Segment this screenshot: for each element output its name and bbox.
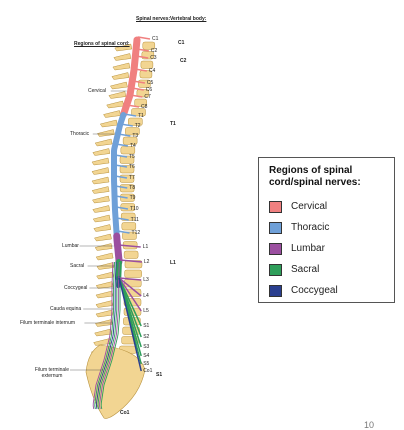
nerve-label: C4 [149, 68, 155, 74]
nerve-label: T7 [129, 175, 135, 181]
spinous-process [109, 92, 126, 99]
lumbar-swatch [269, 243, 282, 255]
nerve-label: C7 [144, 94, 150, 100]
cervical-swatch [269, 201, 282, 213]
nerve-label: T10 [130, 206, 139, 212]
nerve-label: C3 [150, 55, 156, 61]
spinous-process [97, 130, 114, 137]
vertebral-label: S1 [156, 372, 162, 378]
region-label: Filum terminale externum [34, 367, 70, 379]
nerve-label: S1 [143, 323, 149, 329]
vertebral-label: C2 [180, 58, 186, 64]
spinous-process [95, 244, 112, 251]
nerve-label: L5 [143, 308, 149, 314]
nerve-label: C5 [147, 80, 153, 86]
nerve-root [119, 278, 141, 280]
spinous-process [92, 177, 109, 184]
vertebral-body [125, 270, 142, 278]
spinous-process [93, 206, 110, 213]
spinous-process [96, 301, 113, 308]
nerve-label: T8 [129, 185, 135, 191]
nerve-label: Co1 [143, 368, 152, 374]
nerve-label: T9 [130, 195, 136, 201]
spinal-nerves-header: Spinal nerves: [136, 16, 164, 22]
nerve-label: C6 [146, 87, 152, 93]
nerve-label: S5 [143, 361, 149, 367]
nerve-label: L4 [143, 293, 149, 299]
spinous-process [113, 63, 130, 70]
spinous-process [92, 187, 109, 194]
nerve-label: T12 [132, 230, 141, 236]
spinous-process [93, 149, 110, 156]
spinous-process [100, 120, 117, 127]
region-label: Sacral [70, 263, 84, 269]
region-label: Thoracic [70, 131, 89, 137]
nerve-label: L3 [143, 277, 149, 283]
spinous-process [93, 215, 110, 222]
legend-label-thoracic: Thoracic [291, 222, 329, 234]
nerve-label: T4 [130, 143, 136, 149]
spinous-process [114, 54, 131, 61]
vertebral-label: C1 [178, 40, 184, 46]
spinous-process [107, 101, 124, 108]
legend-box: Regions of spinal cord/spinal nerves: Ce… [258, 157, 395, 303]
spinous-process [97, 272, 114, 279]
spinous-process [92, 168, 109, 175]
spinous-process [95, 139, 112, 146]
vertebral-body-header: Vertebral body: [170, 16, 200, 22]
vertebral-label: Co1 [120, 410, 129, 416]
sacral-swatch [269, 264, 282, 276]
region-label: Coccygeal [64, 285, 87, 291]
coccygeal-swatch [269, 285, 282, 297]
legend-title: Regions of spinal cord/spinal nerves: [269, 165, 391, 189]
thoracic-swatch [269, 222, 282, 234]
nerve-label: T6 [129, 164, 135, 170]
region-label: Cauda equina [50, 306, 81, 312]
vertebral-body [122, 223, 136, 231]
vertebral-label: T1 [170, 121, 176, 127]
region-label: Filum terminale internum [20, 320, 75, 326]
nerve-label: T3 [132, 133, 138, 139]
nerve-label: S4 [143, 353, 149, 359]
region-label: Lumbar [62, 243, 79, 249]
vertebral-label: L1 [170, 260, 176, 266]
spinous-process [96, 291, 113, 298]
regions-of-spinal-cord-header: Regions of spinal cord: [74, 41, 112, 47]
spinous-process [92, 158, 109, 165]
legend-label-coccygeal: Coccygeal [291, 285, 338, 297]
nerve-label: L1 [143, 244, 149, 250]
spinous-process [104, 111, 121, 118]
nerve-label: S3 [143, 344, 149, 350]
nerve-label: T1 [138, 113, 144, 119]
spinous-process [110, 82, 127, 89]
nerve-label: T11 [131, 217, 139, 223]
nerve-label: C8 [141, 104, 147, 110]
nerve-label: T5 [129, 154, 135, 160]
spinous-process [94, 234, 111, 241]
spinous-process [96, 253, 113, 260]
spinous-process [96, 310, 113, 317]
spinous-process [94, 225, 111, 232]
nerve-label: C1 [152, 36, 158, 42]
legend-label-lumbar: Lumbar [291, 243, 325, 255]
spinous-process [96, 282, 113, 289]
nerve-label: T2 [135, 123, 141, 129]
legend-label-sacral: Sacral [291, 264, 319, 276]
legend-label-cervical: Cervical [291, 201, 327, 213]
spinous-process [92, 196, 109, 203]
region-label: Cervical [88, 88, 106, 94]
nerve-label: C2 [151, 48, 157, 54]
spinous-process [112, 73, 129, 80]
lumbar-segment [117, 236, 119, 262]
vertebral-body [124, 251, 138, 259]
spinous-process [95, 329, 112, 336]
nerve-label: L2 [144, 259, 150, 265]
nerve-label: S2 [143, 334, 149, 340]
